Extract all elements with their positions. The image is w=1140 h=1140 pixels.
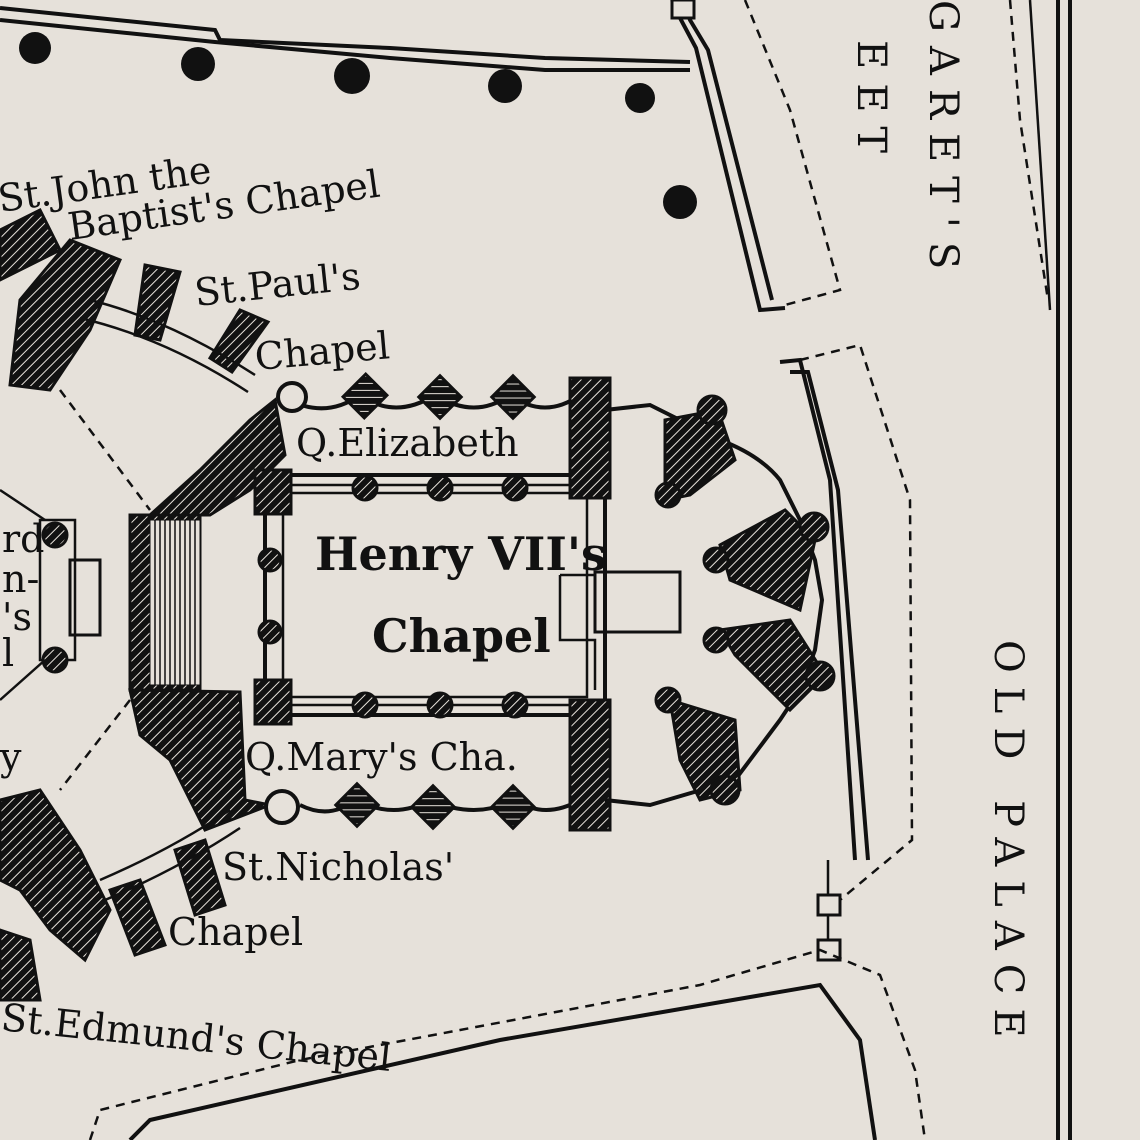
label-henry-chapel: Chapel [372,609,551,663]
north-garden-wall [0,6,691,72]
label-henry-vii: Henry VII's [315,527,607,581]
tree-icon [19,32,697,219]
st-margarets-street-walls [670,0,1072,1140]
ambulatory-chapels [0,207,287,1002]
label-fragment-y: y [0,735,22,779]
label-st-margarets-street: GARET'S [920,0,966,283]
label-fragment-s: 's [2,595,32,639]
label-old-palace: OLD PALACE [985,640,1031,1052]
label-fragment-rd: rd [2,517,45,561]
label-q-elizabeth: Q.Elizabeth [296,421,519,465]
henry-vii-chapel-plan [253,371,836,832]
label-st-nicholas-chapel: Chapel [168,910,303,954]
label-q-marys: Q.Mary's Cha. [245,735,518,779]
label-street: EET [848,40,894,167]
label-fragment-l: l [2,631,14,675]
label-fragment-n: n- [2,557,39,601]
old-palace-yard [88,948,927,1140]
label-st-nicholas: St.Nicholas' [222,845,454,889]
